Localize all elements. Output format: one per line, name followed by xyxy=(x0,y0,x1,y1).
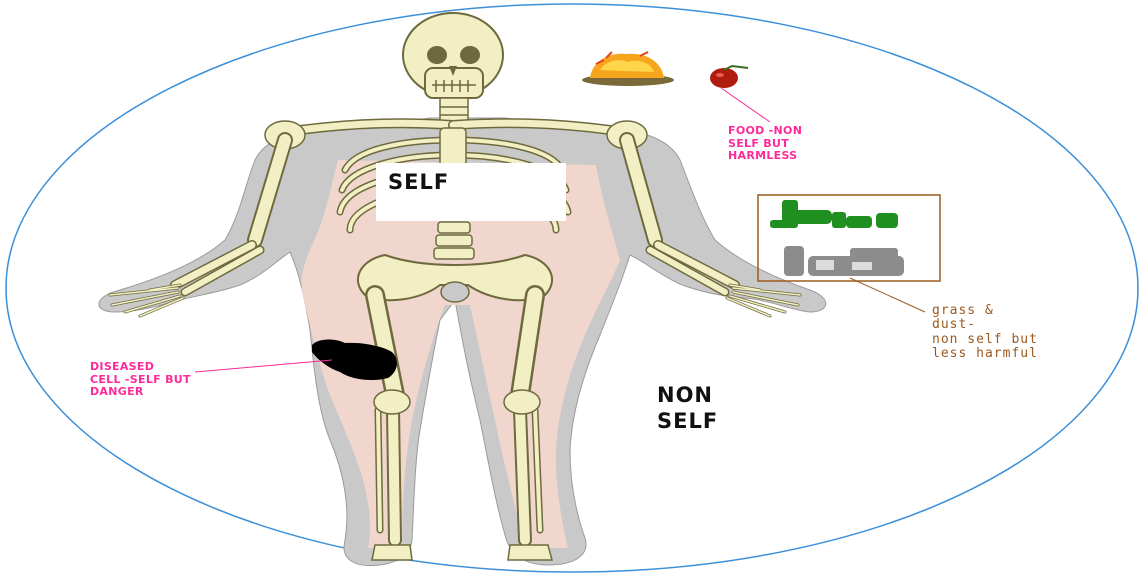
food-bowl-icon xyxy=(582,52,674,86)
food-label: FOOD -NON SELF BUT HARMLESS xyxy=(728,125,802,163)
diseased-cell-label: DISEASED CELL -SELF BUT DANGER xyxy=(90,361,191,399)
dust-icon xyxy=(784,246,904,276)
grass-dust-label: grass & dust- non self but less harmful xyxy=(932,304,1038,361)
human-skeleton-icon xyxy=(99,13,826,566)
non-self-label: NON SELF xyxy=(657,382,718,435)
self-label: SELF xyxy=(388,169,449,195)
food-pointer xyxy=(721,88,770,122)
grass-dust-pointer xyxy=(850,278,925,312)
diseased-cell-pointer xyxy=(195,360,332,372)
apple-icon xyxy=(710,66,748,88)
grass-icon xyxy=(770,200,898,228)
self-box: SELF xyxy=(376,163,566,221)
